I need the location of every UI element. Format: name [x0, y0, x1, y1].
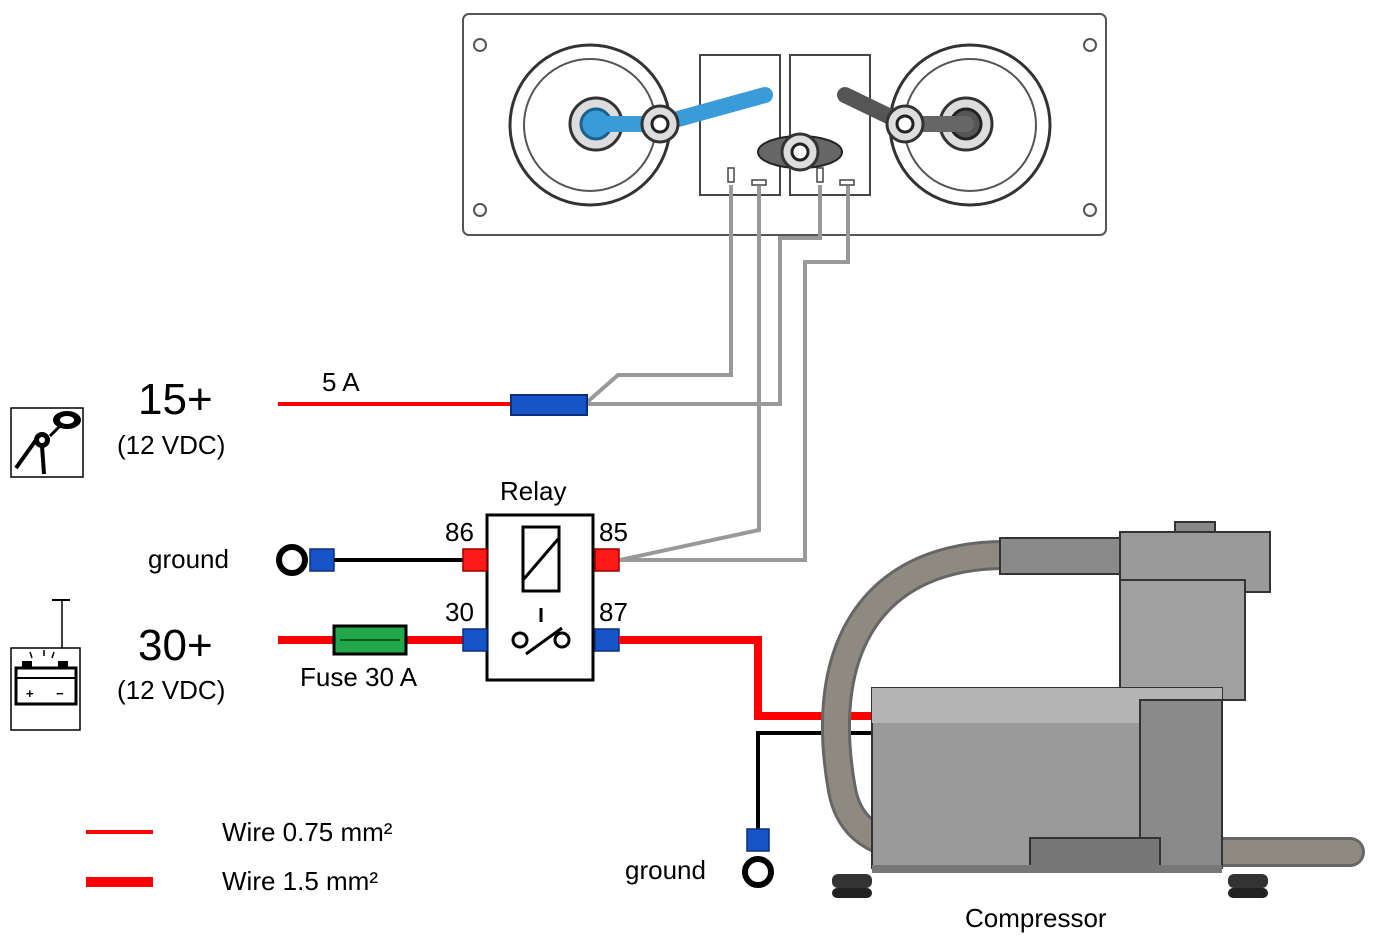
- svg-text:−: −: [56, 686, 64, 701]
- ignition-fuse-rating: 5 A: [322, 367, 360, 397]
- ignition-voltage: (12 VDC): [117, 430, 226, 460]
- ground-label-relay: ground: [148, 544, 229, 574]
- relay-title: Relay: [500, 476, 567, 506]
- relay-pin-87: 87: [599, 597, 628, 627]
- legend-thick-label: Wire 1.5 mm²: [222, 866, 378, 896]
- signal-wires: [583, 185, 850, 562]
- switch-panel: [462, 13, 1107, 236]
- compressor-image: [820, 521, 1365, 898]
- ignition-fuse-connector: [510, 394, 588, 416]
- relay-pin-30: 30: [445, 597, 474, 627]
- battery-icon: + −: [10, 599, 81, 731]
- compressor-label: Compressor: [965, 903, 1107, 933]
- fuse-label: Fuse 30 A: [300, 662, 418, 692]
- ground-terminal-compressor: [742, 856, 774, 888]
- legend-thin-label: Wire 0.75 mm²: [222, 817, 393, 847]
- right-gauge: [888, 43, 1052, 207]
- battery-voltage: (12 VDC): [117, 675, 226, 705]
- ignition-label: 15+: [138, 375, 213, 424]
- compressor-power-wire: [619, 636, 880, 720]
- battery-label: 30+: [138, 621, 213, 670]
- ground-label-compressor: ground: [625, 855, 706, 885]
- ignition-key-icon: [10, 407, 84, 478]
- svg-text:+: +: [26, 686, 34, 701]
- ground-terminal-relay: [276, 544, 308, 576]
- relay-pin-85: 85: [599, 517, 628, 547]
- left-gauge: [508, 43, 672, 207]
- relay: [462, 513, 620, 682]
- relay-pin-86: 86: [445, 517, 474, 547]
